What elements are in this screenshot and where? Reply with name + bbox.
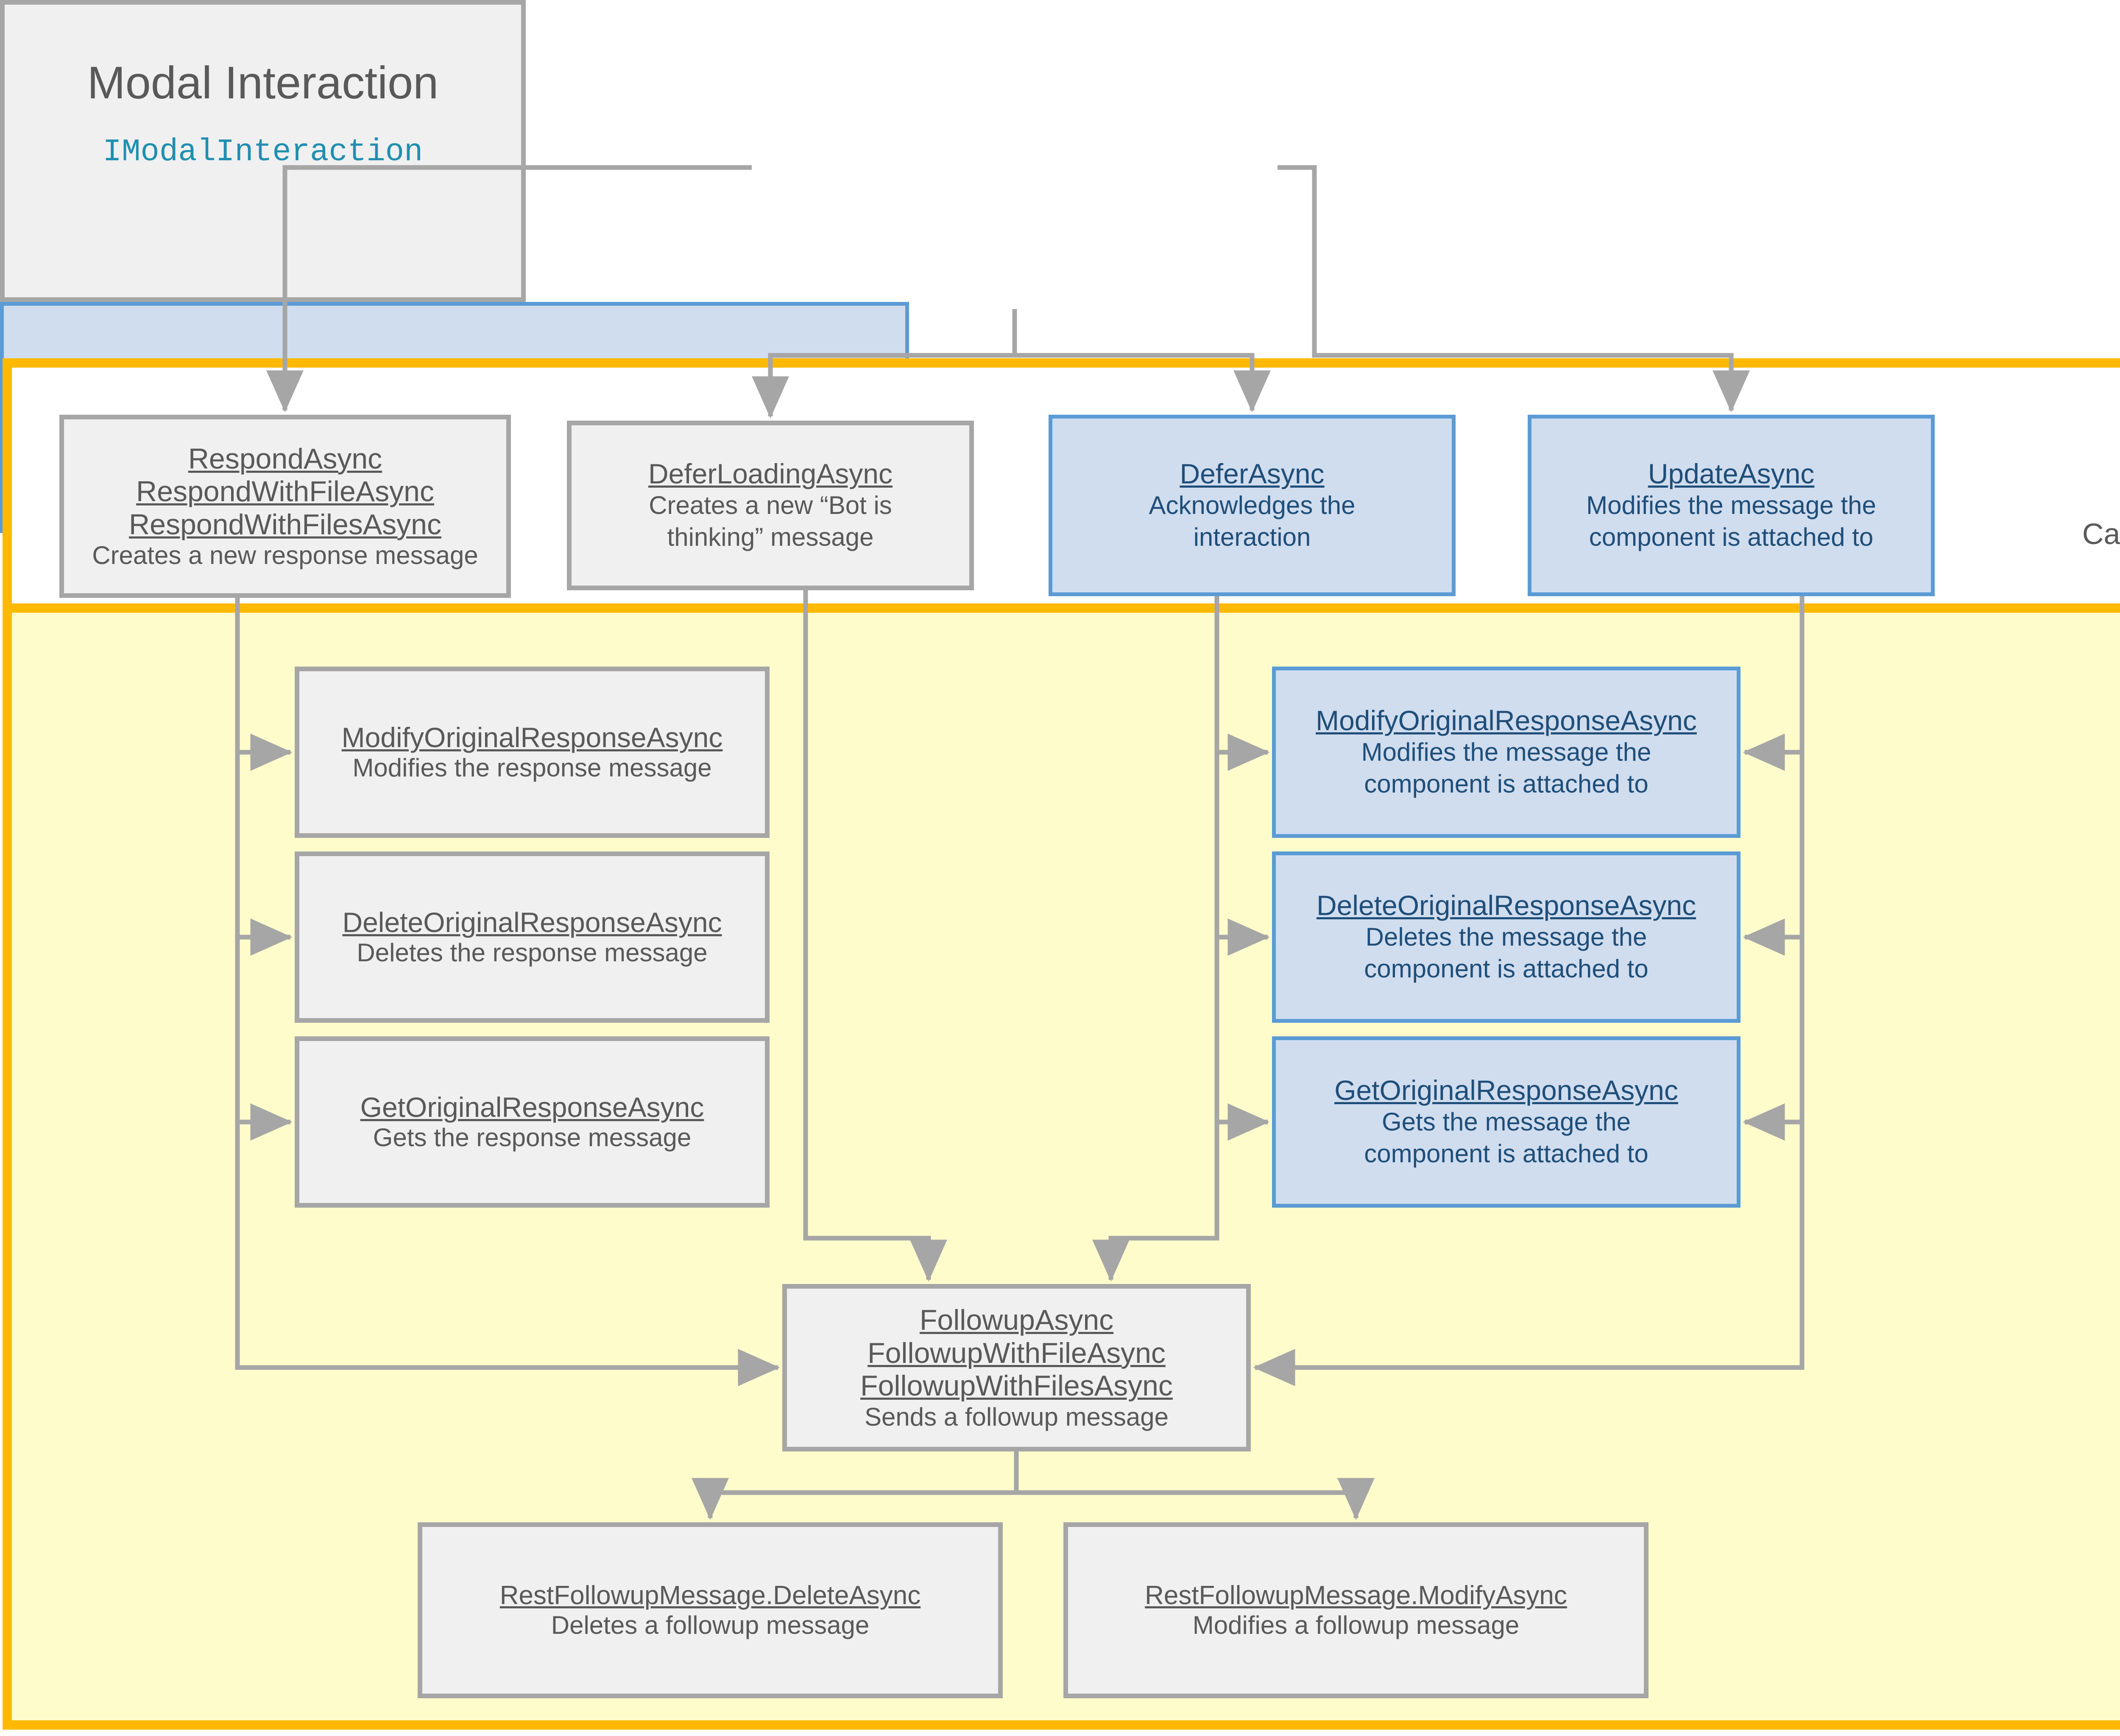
node-right-modify-original-response-async[interactable]: ModifyOriginalResponseAsync Modifies the… (1272, 667, 1741, 838)
method-name[interactable]: ModifyOriginalResponseAsync (1316, 704, 1697, 736)
method-description: Creates a new response message (92, 541, 478, 570)
node-left-modify-original-response-async[interactable]: ModifyOriginalResponseAsync Modifies the… (295, 667, 770, 838)
method-name[interactable]: RespondWithFileAsync (136, 475, 434, 508)
node-right-delete-original-response-async[interactable]: DeleteOriginalResponseAsync Deletes the … (1272, 851, 1741, 1023)
method-name[interactable]: DeferLoadingAsync (648, 458, 893, 489)
method-description: Modifies a followup message (1192, 1610, 1520, 1639)
legend-line: Can be used only ones per interaction (2082, 517, 2120, 551)
node-right-get-original-response-async[interactable]: GetOriginalResponseAsync Gets the messag… (1272, 1036, 1741, 1208)
method-name[interactable]: DeleteOriginalResponseAsync (1316, 889, 1696, 921)
method-description: Deletes the response message (357, 938, 708, 967)
node-rest-followup-message-modify-async[interactable]: RestFollowupMessage.ModifyAsync Modifies… (1063, 1522, 1649, 1698)
node-modal-interaction[interactable]: Modal Interaction IModalInteraction (0, 0, 526, 302)
legend-followup: Followup methods Can be used in 15 minut… (1955, 670, 2120, 851)
legend-line: after sending an initial response (1955, 747, 2120, 782)
method-name[interactable]: DeleteOriginalResponseAsync (342, 907, 722, 938)
method-description: Sends a followup message (864, 1402, 1169, 1431)
method-description: Deletes a followup message (551, 1610, 870, 1639)
node-respond-async[interactable]: RespondAsync RespondWithFileAsync Respon… (59, 415, 511, 598)
legend-line: Can be used multiple times during (1955, 781, 2120, 817)
method-description: Modifies the message the component is at… (1361, 738, 1651, 798)
legend-initial-response: Initial Response methods Has to be execu… (1955, 405, 2120, 552)
node-rest-followup-message-delete-async[interactable]: RestFollowupMessage.DeleteAsync Deletes … (418, 1522, 1003, 1698)
legend-line: after receiving the interaction (1955, 482, 2120, 517)
legend-title: Followup methods (1955, 670, 2120, 709)
region-divider (3, 603, 2120, 613)
root-title: Modal Interaction (87, 57, 439, 108)
node-defer-async[interactable]: DeferAsync Acknowledges the interaction (1049, 415, 1456, 596)
node-update-async[interactable]: UpdateAsync Modifies the message the com… (1528, 415, 1935, 596)
method-name[interactable]: RespondAsync (188, 442, 382, 475)
method-name[interactable]: GetOriginalResponseAsync (1334, 1074, 1678, 1106)
method-name[interactable]: FollowupWithFilesAsync (860, 1370, 1173, 1402)
method-name[interactable]: RestFollowupMessage.ModifyAsync (1145, 1580, 1567, 1610)
method-description: Acknowledges the interaction (1149, 491, 1356, 551)
root-interface-name: IModalInteraction (103, 134, 423, 170)
method-description: Gets the message the component is attach… (1364, 1108, 1649, 1168)
method-name[interactable]: DeferAsync (1180, 458, 1325, 489)
method-name[interactable]: ModifyOriginalResponseAsync (341, 722, 723, 754)
method-name[interactable]: UpdateAsync (1648, 458, 1815, 489)
method-description: Gets the response message (373, 1123, 692, 1152)
node-left-delete-original-response-async[interactable]: DeleteOriginalResponseAsync Deletes the … (295, 851, 770, 1023)
method-description: Creates a new “Bot is thinking” message (649, 491, 892, 551)
method-description: Modifies the message the component is at… (1586, 491, 1876, 551)
method-name[interactable]: GetOriginalResponseAsync (360, 1091, 704, 1123)
node-left-get-original-response-async[interactable]: GetOriginalResponseAsync Gets the respon… (295, 1036, 770, 1208)
legend-title: Initial Response methods (1955, 405, 2120, 444)
node-followup-async[interactable]: FollowupAsync FollowupWithFileAsync Foll… (782, 1284, 1251, 1451)
method-name[interactable]: FollowupAsync (919, 1304, 1114, 1337)
legend-line: interaction token’s lifetime (1955, 817, 2120, 852)
legend-line: Has to be executed in 3 seconds (1955, 447, 2120, 482)
node-defer-loading-async[interactable]: DeferLoadingAsync Creates a new “Bot is … (567, 421, 974, 590)
method-description: Modifies the response message (352, 754, 712, 782)
method-name[interactable]: RespondWithFilesAsync (129, 508, 441, 541)
method-name[interactable]: FollowupWithFileAsync (868, 1337, 1166, 1369)
method-name[interactable]: RestFollowupMessage.DeleteAsync (499, 1580, 921, 1610)
legend-line: Can be used in 15 minutes (1955, 712, 2120, 747)
method-description: Deletes the message the component is att… (1364, 923, 1649, 983)
